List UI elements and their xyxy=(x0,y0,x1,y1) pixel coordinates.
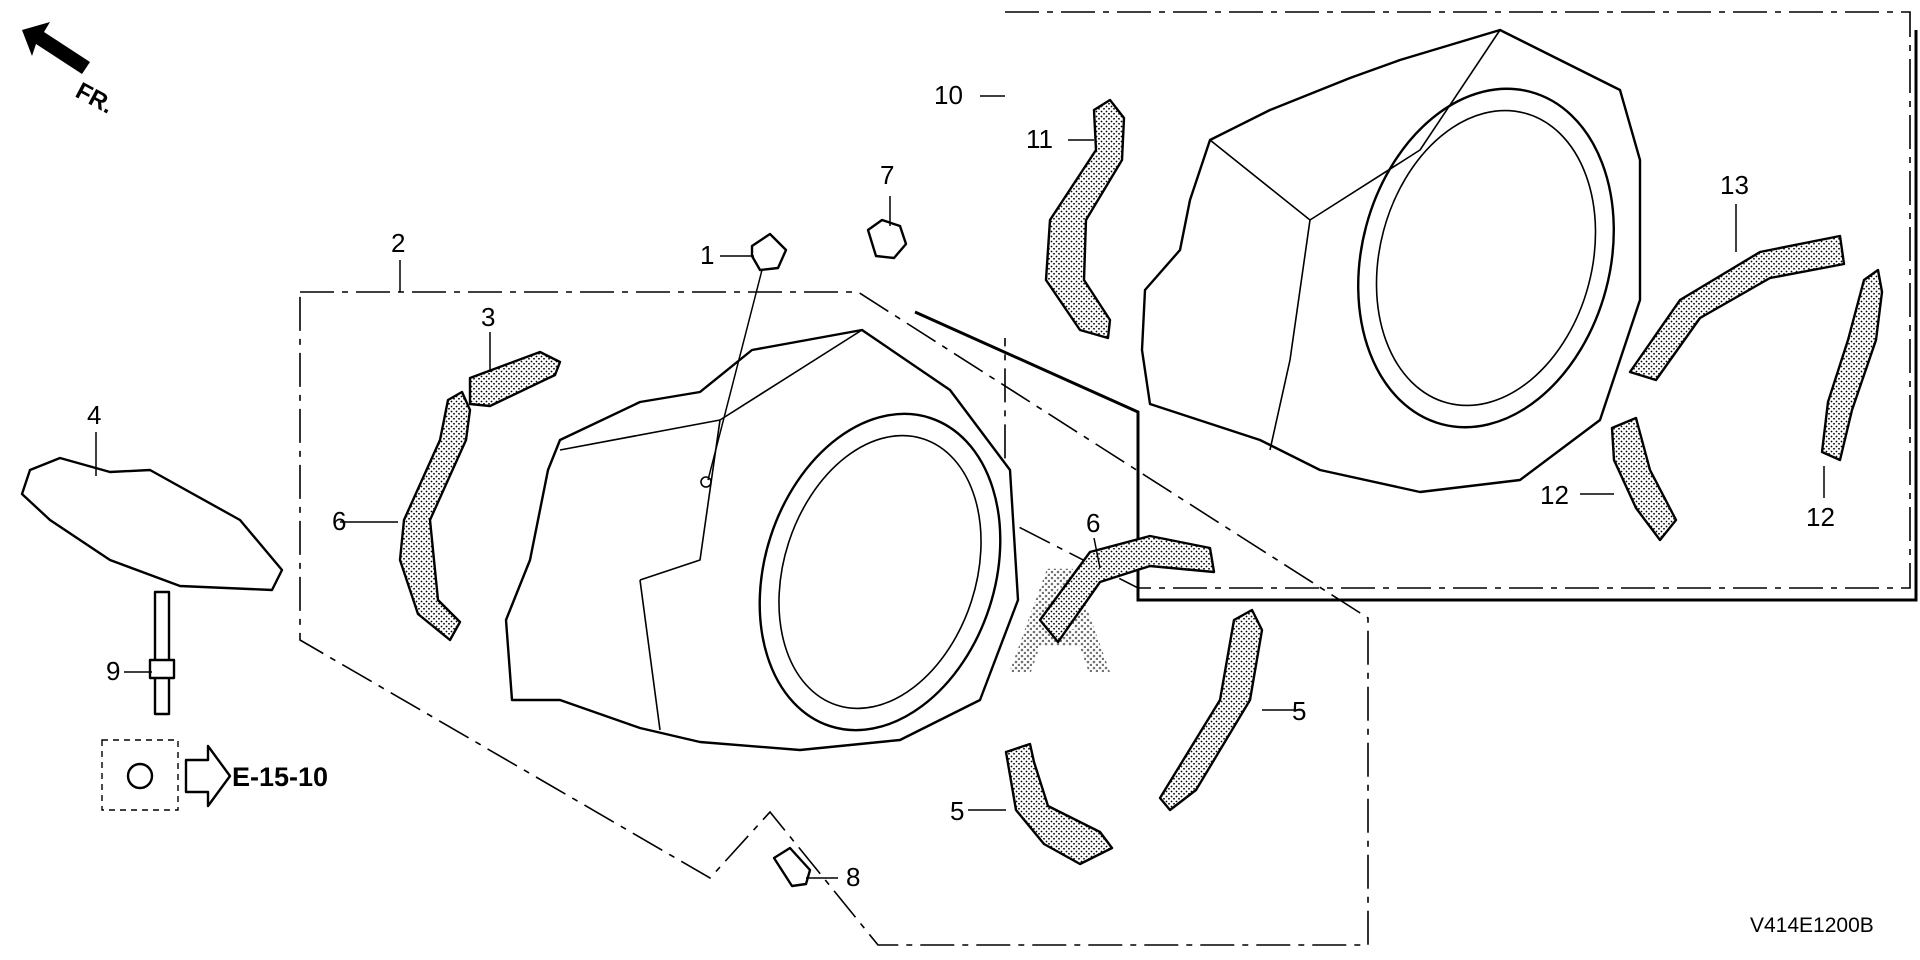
callout-5-bottom: 5 xyxy=(950,796,964,826)
seal-5-right xyxy=(1158,608,1264,812)
clip-1 xyxy=(750,232,788,272)
seal-12-left xyxy=(1610,416,1678,542)
reference-arrow-icon[interactable] xyxy=(184,744,232,808)
callout-11: 11 xyxy=(1026,124,1053,154)
callout-7: 7 xyxy=(880,160,894,190)
callout-13: 13 xyxy=(1720,170,1749,200)
direction-label: FR. xyxy=(71,77,118,119)
callout-2: 2 xyxy=(391,228,405,258)
callout-8: 8 xyxy=(846,862,860,892)
callout-6-left: 6 xyxy=(332,506,346,536)
seal-3 xyxy=(468,350,562,408)
callout-10: 10 xyxy=(934,80,963,110)
drawing-code: V414E1200B xyxy=(1750,914,1874,937)
grommet-7 xyxy=(866,218,908,260)
callout-5-right: 5 xyxy=(1292,696,1306,726)
seal-13 xyxy=(1628,234,1846,382)
reference-link[interactable]: E-15-10 xyxy=(232,762,328,792)
fan-cover-lower xyxy=(504,328,1020,752)
seal-5-bottom xyxy=(1004,742,1114,866)
callout-12-right: 12 xyxy=(1806,502,1835,532)
seal-6-left xyxy=(398,390,472,642)
callout-12-left: 12 xyxy=(1540,480,1569,510)
callout-4: 4 xyxy=(87,400,101,430)
stud-bolt-9 xyxy=(148,590,176,716)
fan-cover-upper xyxy=(1140,28,1642,494)
callout-9: 9 xyxy=(106,656,120,686)
seal-11 xyxy=(1044,98,1126,340)
assembly-frame-2 xyxy=(299,291,1369,946)
seal-12-right xyxy=(1820,268,1884,462)
callout-6-right: 6 xyxy=(1086,508,1100,538)
callout-3: 3 xyxy=(481,302,495,332)
front-direction-arrow-icon xyxy=(22,22,90,74)
reference-box xyxy=(101,739,179,811)
seal-6-right xyxy=(1038,534,1216,644)
bolt-8 xyxy=(772,846,812,888)
callout-1: 1 xyxy=(700,240,714,270)
leader-lines xyxy=(95,95,1825,879)
shroud-4 xyxy=(20,456,284,592)
